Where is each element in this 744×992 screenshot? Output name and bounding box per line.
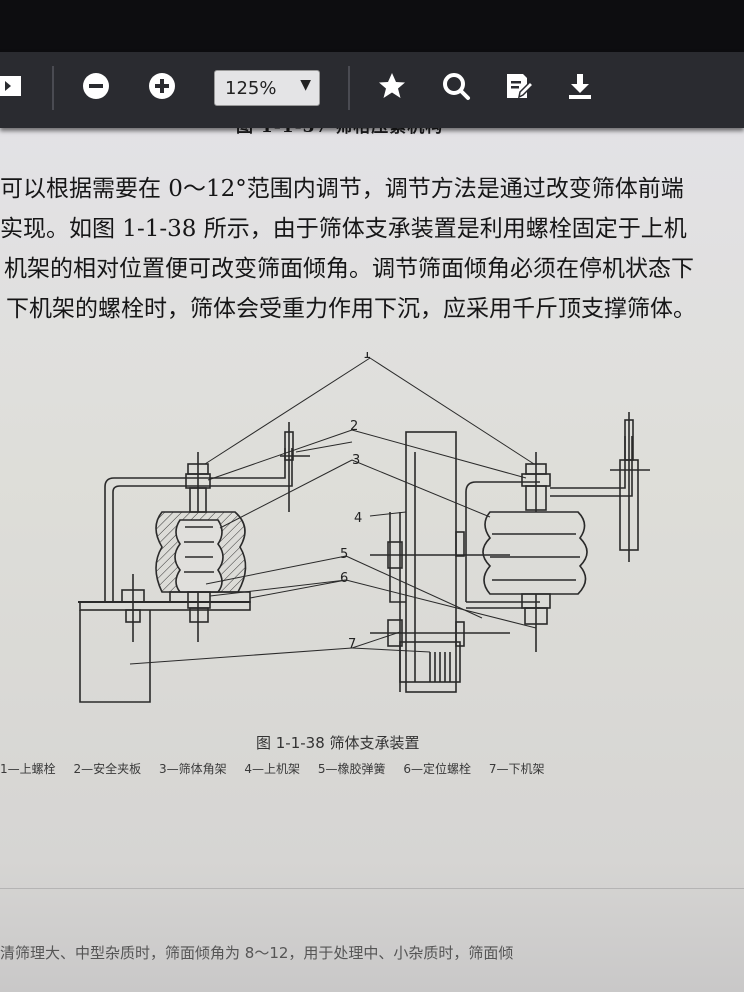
- callout-6: 6: [340, 571, 348, 586]
- search-button[interactable]: [436, 66, 476, 106]
- callout-1: 1: [363, 352, 371, 362]
- zoom-in-icon: [149, 73, 175, 99]
- figure-caption: 图 1-1-38 筛体支承装置: [256, 734, 420, 752]
- paragraph-line-4: 下机架的螺栓时，筛体会受重力作用下沉，应采用千斤顶支撑筛体。: [6, 296, 696, 322]
- callout-3: 3: [352, 453, 360, 468]
- callout-5: 5: [340, 547, 348, 562]
- download-button[interactable]: [560, 66, 600, 106]
- download-icon: [569, 74, 591, 99]
- sidebar-toggle-button[interactable]: [0, 66, 30, 106]
- legend-item: 6—定位螺栓: [403, 762, 471, 776]
- zoom-select[interactable]: 125% ▼: [214, 70, 320, 106]
- legend-item: 5—橡胶弹簧: [317, 762, 386, 776]
- screen-top-bezel: [0, 0, 744, 52]
- legend-item: 3—筛体角架: [158, 762, 227, 776]
- paragraph-line-2: 实现。如图 1-1-38 所示，由于筛体支承装置是利用螺栓固定于上机: [0, 216, 687, 242]
- sidebar-icon: [0, 76, 21, 96]
- figure-legend: 1—上螺栓 2—安全夹板 3—筛体角架 4—上机架 5—橡胶弹簧 6—定位螺栓 …: [0, 760, 558, 777]
- pdf-toolbar: 125% ▼: [0, 52, 744, 128]
- legend-item: 2—安全夹板: [73, 762, 142, 776]
- page-divider: [0, 888, 744, 889]
- search-icon: [443, 73, 470, 100]
- zoom-in-button[interactable]: [142, 66, 182, 106]
- paragraph-line-1: 可以根据需要在 0～12°范围内调节，调节方法是通过改变筛体前端: [0, 176, 684, 202]
- legend-item: 1—上螺栓: [0, 762, 56, 776]
- legend-item: 4—上机架: [244, 762, 301, 776]
- annotate-button[interactable]: [498, 66, 538, 106]
- toolbar-separator: [348, 66, 350, 110]
- toolbar-separator: [52, 66, 54, 110]
- zoom-out-icon: [83, 73, 109, 99]
- star-icon: [379, 73, 405, 98]
- callout-4: 4: [354, 511, 362, 526]
- paragraph-line-3: 机架的相对位置便可改变筛面倾角。调节筛面倾角必须在停机状态下: [4, 256, 694, 282]
- callout-2: 2: [350, 419, 358, 434]
- next-paragraph-partial: 清筛理大、中型杂质时，筛面倾角为 8～12，用于处理中、小杂质时，筛面倾: [0, 944, 514, 962]
- legend-item: 7—下机架: [488, 762, 545, 776]
- support-device-diagram: 1 2 3 4 5 6 7: [78, 352, 650, 703]
- chevron-down-icon: ▼: [300, 77, 311, 93]
- zoom-value: 125%: [225, 78, 277, 99]
- zoom-out-button[interactable]: [76, 66, 116, 106]
- bookmark-button[interactable]: [372, 66, 412, 106]
- edit-icon: [507, 74, 533, 99]
- callout-7: 7: [348, 637, 356, 652]
- document-page: 图 1-1-37 筛格压紧机构 可以根据需要在 0～12°范围内调节，调节方法是…: [0, 120, 744, 992]
